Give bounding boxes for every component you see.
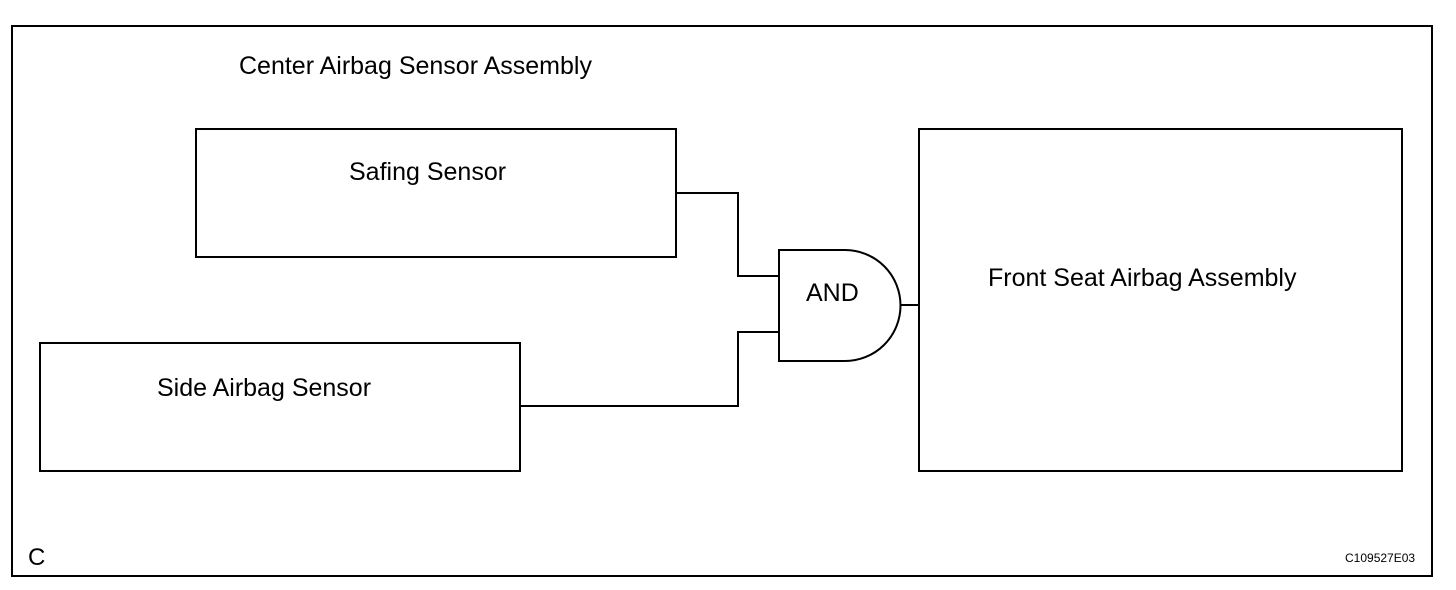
front-seat-airbag-box: Front Seat Airbag Assembly bbox=[918, 128, 1403, 472]
side-airbag-sensor-box: Side Airbag Sensor bbox=[39, 342, 521, 472]
front-seat-airbag-label: Front Seat Airbag Assembly bbox=[988, 264, 1297, 292]
safing-sensor-label: Safing Sensor bbox=[349, 158, 507, 186]
figure-code: C109527E03 bbox=[1345, 551, 1416, 565]
safing-sensor-box: Safing Sensor bbox=[195, 128, 677, 258]
wire-safing-to-gate bbox=[677, 192, 779, 277]
and-gate-label: AND bbox=[806, 279, 859, 307]
corner-label: C bbox=[28, 544, 46, 571]
side-airbag-sensor-label: Side Airbag Sensor bbox=[157, 374, 372, 402]
wire-side-to-gate bbox=[521, 331, 779, 407]
assembly-title: Center Airbag Sensor Assembly bbox=[239, 52, 592, 80]
diagram-frame bbox=[11, 25, 1433, 577]
and-gate-shape bbox=[778, 249, 902, 362]
